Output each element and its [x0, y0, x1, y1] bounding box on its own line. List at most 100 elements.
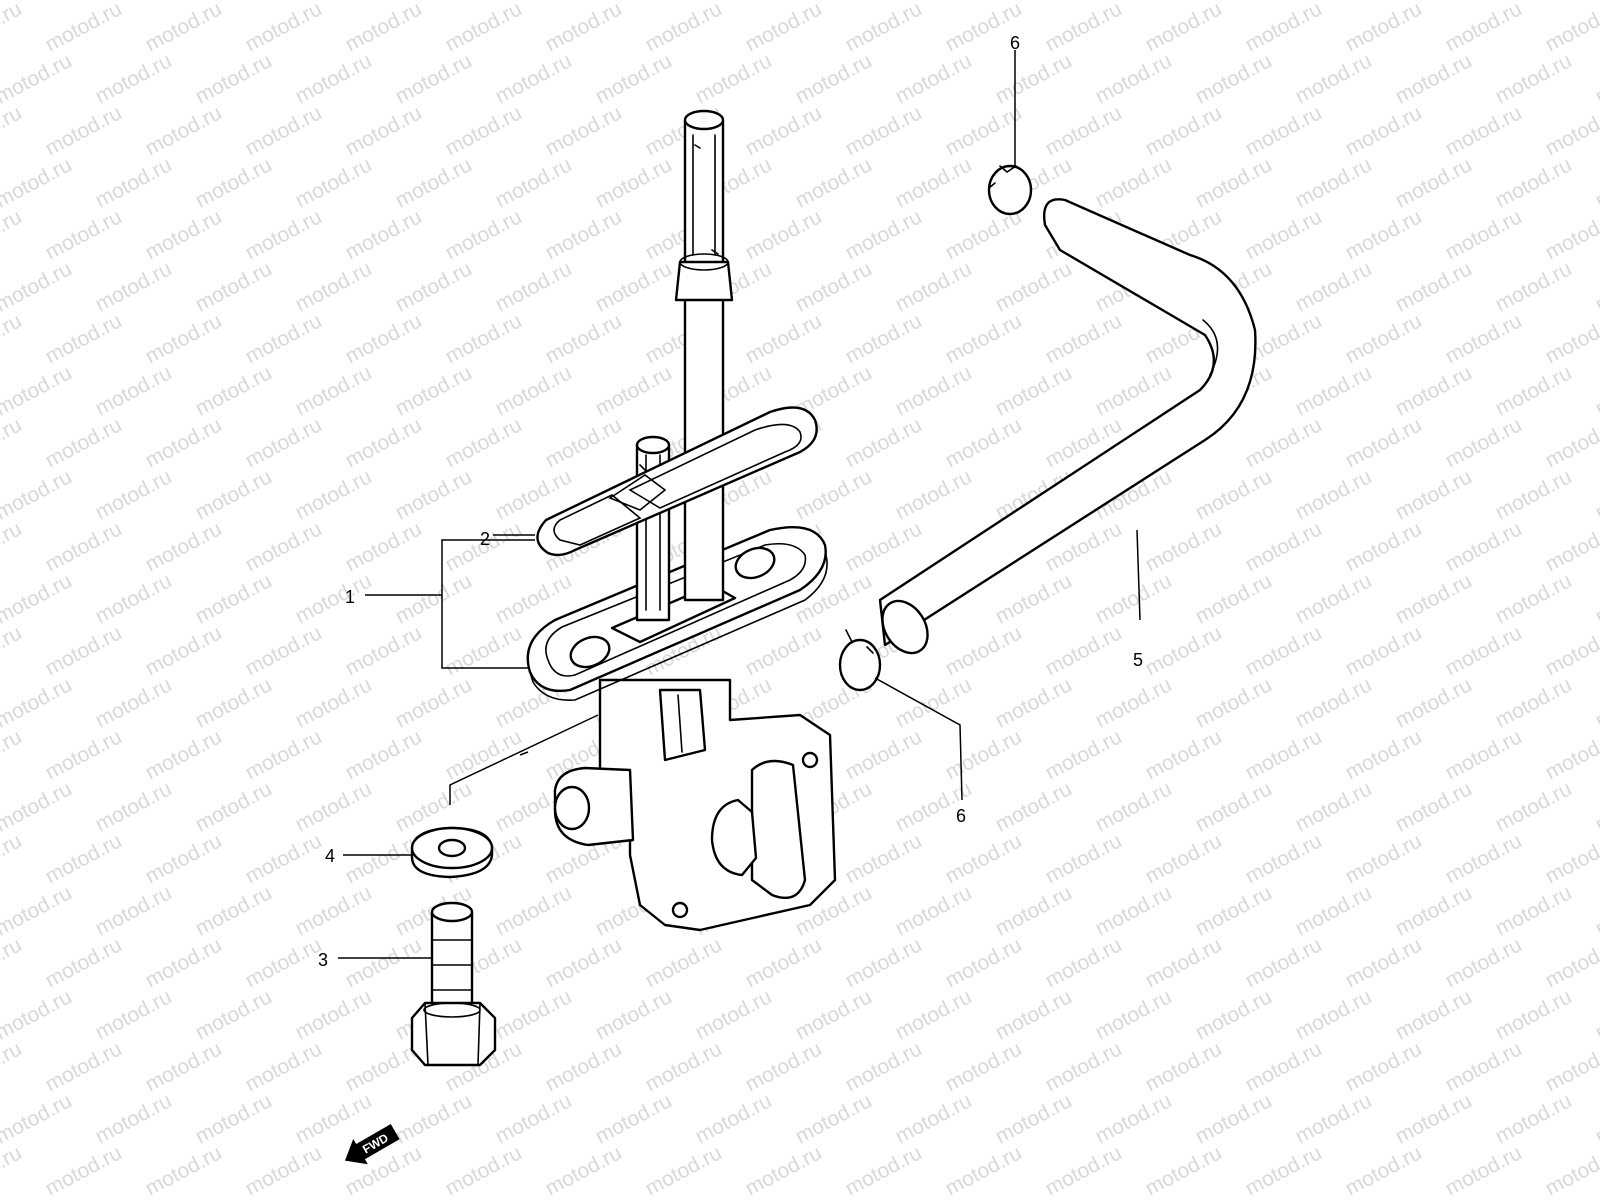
watermark-text: motod.ru — [1442, 413, 1526, 472]
watermark-text: motod.ru — [1042, 1037, 1126, 1096]
watermark-text: motod.ru — [1242, 725, 1326, 784]
watermark-text: motod.ru — [0, 465, 76, 524]
watermark-text: motod.ru — [492, 985, 576, 1044]
watermark-text: motod.ru — [1392, 465, 1476, 524]
watermark-text: motod.ru — [1542, 621, 1600, 680]
watermark-text: motod.ru — [42, 101, 126, 160]
watermark-text: motod.ru — [1492, 361, 1576, 420]
watermark-text: motod.ru — [1242, 1141, 1326, 1200]
watermark-text: motod.ru — [192, 985, 276, 1044]
watermark-text: motod.ru — [242, 1141, 326, 1200]
watermark-text: motod.ru — [1392, 881, 1476, 940]
watermark-text: motod.ru — [492, 361, 576, 420]
watermark-text: motod.ru — [742, 309, 826, 368]
watermark-text: motod.ru — [1242, 101, 1326, 160]
watermark-text: motod.ru — [742, 205, 826, 264]
watermark-text: motod.ru — [1492, 985, 1576, 1044]
watermark-text: motod.ru — [942, 933, 1026, 992]
callout-2: 2 — [480, 529, 490, 549]
watermark-text: motod.ru — [792, 49, 876, 108]
watermark-text: motod.ru — [792, 153, 876, 212]
watermark-text: motod.ru — [542, 413, 626, 472]
watermark-text: motod.ru — [142, 0, 226, 56]
watermark-text: motod.ru — [1242, 0, 1326, 56]
watermark-text: motod.ru — [42, 621, 126, 680]
watermark-text: motod.ru — [1392, 361, 1476, 420]
watermark-text: motod.ru — [842, 1141, 926, 1200]
watermark-text: motod.ru — [1392, 985, 1476, 1044]
watermark-text: motod.ru — [0, 517, 26, 576]
watermark-text: motod.ru — [1492, 777, 1576, 836]
watermark-text: motod.ru — [1292, 673, 1376, 732]
watermark-text: motod.ru — [592, 985, 676, 1044]
callout-6-top: 6 — [1010, 33, 1020, 53]
watermark-text: motod.ru — [1192, 881, 1276, 940]
watermark-text: motod.ru — [1292, 49, 1376, 108]
watermark-text: motod.ru — [242, 101, 326, 160]
watermark-text: motod.ru — [1442, 0, 1526, 56]
watermark-text: motod.ru — [142, 621, 226, 680]
watermark-text: motod.ru — [1092, 881, 1176, 940]
watermark-text: motod.ru — [942, 621, 1026, 680]
watermark-text: motod.ru — [692, 49, 776, 108]
watermark-text: motod.ru — [942, 101, 1026, 160]
watermark-text: motod.ru — [742, 621, 826, 680]
watermark-text: motod.ru — [1442, 101, 1526, 160]
watermark-text: motod.ru — [492, 153, 576, 212]
watermark-text: motod.ru — [342, 621, 426, 680]
watermark-text: motod.ru — [492, 1089, 576, 1148]
watermark-text: motod.ru — [1442, 1037, 1526, 1096]
watermark-text: motod.ru — [242, 829, 326, 888]
watermark-text: motod.ru — [142, 933, 226, 992]
watermark-text: motod.ru — [342, 0, 426, 56]
watermark-text: motod.ru — [992, 985, 1076, 1044]
watermark-text: motod.ru — [1342, 1037, 1426, 1096]
watermark-text: motod.ru — [1592, 361, 1600, 420]
watermark-text: motod.ru — [42, 309, 126, 368]
watermark-text: motod.ru — [592, 49, 676, 108]
watermark-text: motod.ru — [192, 777, 276, 836]
watermark-text: motod.ru — [1292, 465, 1376, 524]
watermark-text: motod.ru — [392, 569, 476, 628]
watermark-text: motod.ru — [42, 517, 126, 576]
watermark-text: motod.ru — [1242, 621, 1326, 680]
watermark-text: motod.ru — [592, 257, 676, 316]
watermark-text: motod.ru — [992, 1089, 1076, 1148]
watermark-text: motod.ru — [592, 1089, 676, 1148]
watermark-text: motod.ru — [1242, 1037, 1326, 1096]
watermark-text: motod.ru — [0, 1089, 76, 1148]
watermark-text: motod.ru — [542, 309, 626, 368]
watermark-text: motod.ru — [1042, 621, 1126, 680]
watermark-text: motod.ru — [0, 569, 76, 628]
watermark-text: motod.ru — [1092, 777, 1176, 836]
watermark-text: motod.ru — [1542, 205, 1600, 264]
watermark-text: motod.ru — [342, 205, 426, 264]
watermark-text: motod.ru — [242, 309, 326, 368]
watermark-text: motod.ru — [942, 413, 1026, 472]
watermark-text: motod.ru — [1042, 0, 1126, 56]
watermark-text: motod.ru — [42, 205, 126, 264]
hose-clip-lower — [838, 629, 882, 692]
watermark-text: motod.ru — [142, 205, 226, 264]
watermark-text: motod.ru — [292, 777, 376, 836]
watermark-text: motod.ru — [442, 621, 526, 680]
watermark-text: motod.ru — [842, 205, 926, 264]
watermark-text: motod.ru — [0, 153, 76, 212]
watermark-text: motod.ru — [1542, 1141, 1600, 1200]
watermark-text: motod.ru — [842, 517, 926, 576]
watermark-text: motod.ru — [0, 725, 26, 784]
watermark-text: motod.ru — [42, 1037, 126, 1096]
watermark-text: motod.ru — [1142, 621, 1226, 680]
watermark-text: motod.ru — [1092, 49, 1176, 108]
watermark-text: motod.ru — [992, 569, 1076, 628]
watermark-text: motod.ru — [1292, 153, 1376, 212]
watermark-text: motod.ru — [1442, 205, 1526, 264]
watermark-text: motod.ru — [0, 413, 26, 472]
watermark-text: motod.ru — [1442, 829, 1526, 888]
watermark-text: motod.ru — [1592, 49, 1600, 108]
watermark-text: motod.ru — [292, 361, 376, 420]
fuel-cock-assembly — [526, 109, 837, 932]
watermark-text: motod.ru — [0, 1037, 26, 1096]
watermark-text: motod.ru — [1492, 881, 1576, 940]
